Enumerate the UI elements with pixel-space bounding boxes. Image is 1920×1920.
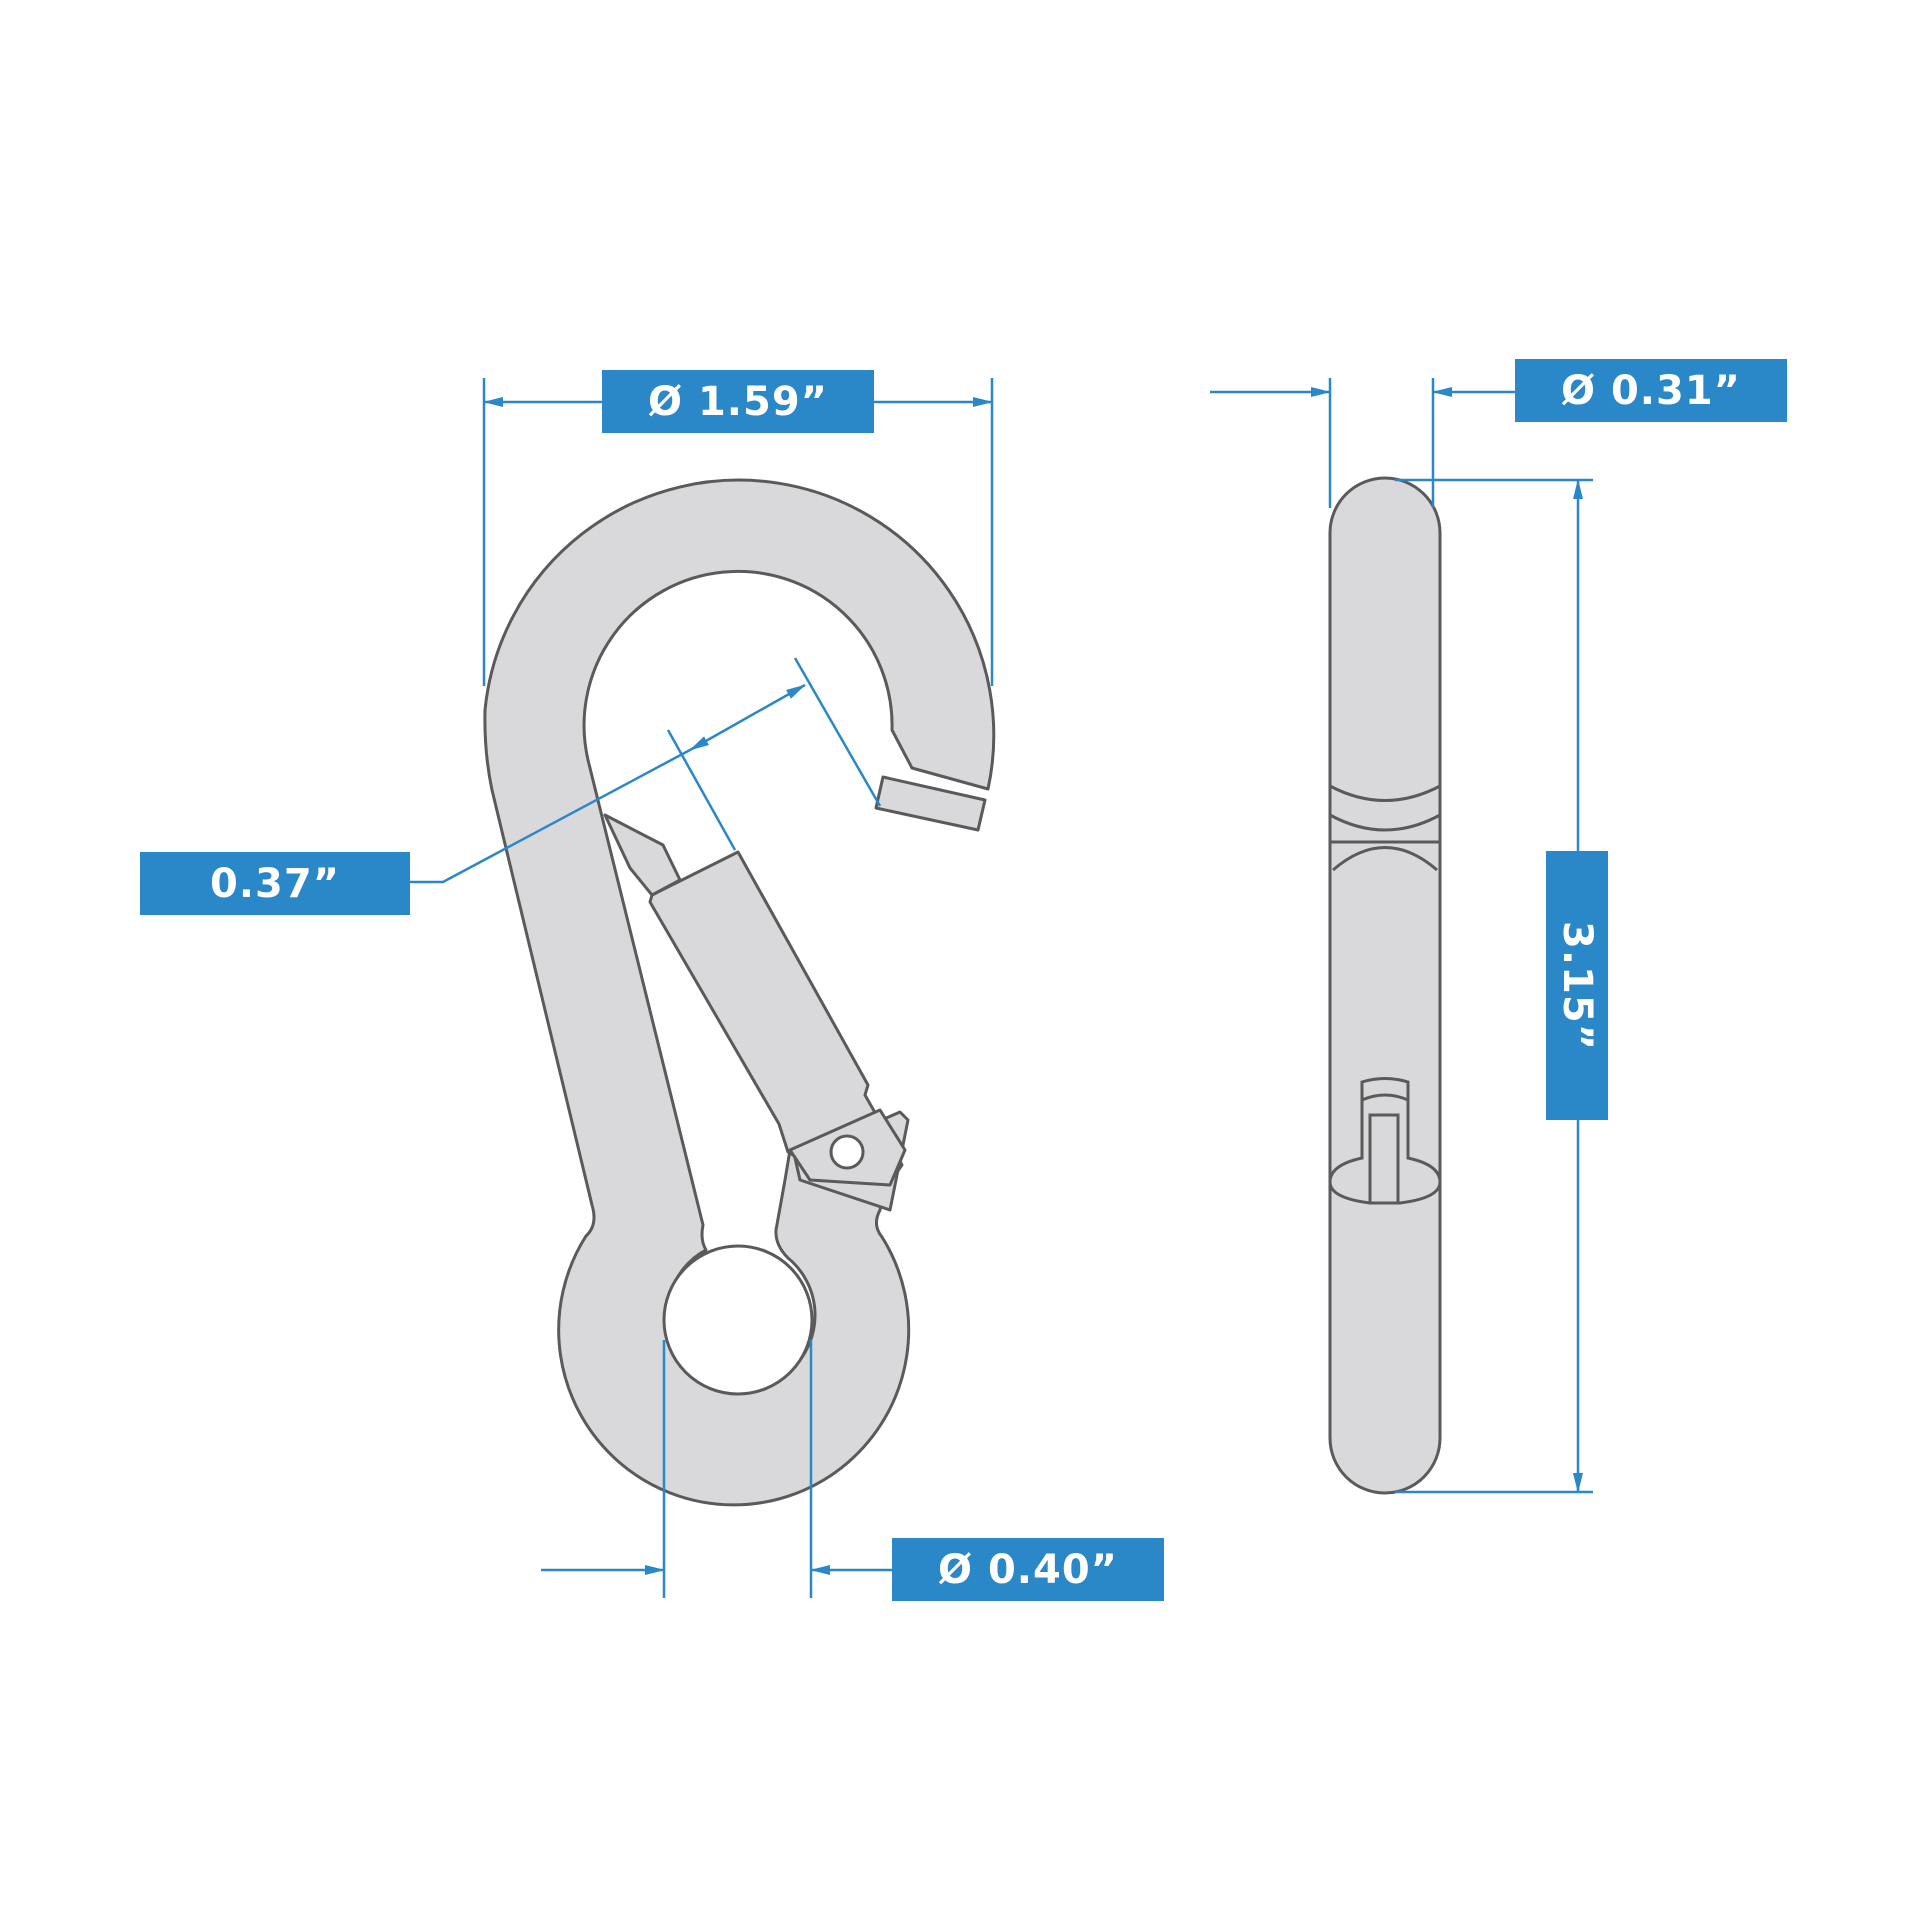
eye-diameter-value: Ø 0.40”: [938, 1546, 1118, 1593]
gate-tip: [603, 813, 682, 897]
side-hinge-arc: [1361, 1093, 1409, 1102]
side-gate-arc-1: [1329, 784, 1441, 802]
overall-length-label: 3.15”: [1546, 851, 1608, 1120]
hook-nose: [874, 775, 987, 832]
side-body: [1328, 476, 1442, 1495]
carabiner-side-view: [1328, 476, 1442, 1495]
hinge-pin-hole: [829, 1134, 865, 1170]
side-gate-arc-2: [1329, 813, 1441, 832]
wire-thickness-value: Ø 0.31”: [1561, 367, 1741, 414]
gate-opening-value: 0.37”: [210, 860, 340, 907]
dimension-lines: [410, 378, 1593, 1598]
wire-thickness-label: Ø 0.31”: [1515, 359, 1787, 422]
side-hinge-slot: [1368, 1113, 1400, 1205]
overall-width-label: Ø 1.59”: [602, 370, 874, 433]
overall-length-value: 3.15”: [1554, 920, 1601, 1051]
gate-opening-label: 0.37”: [140, 852, 410, 915]
overall-width-value: Ø 1.59”: [648, 378, 828, 425]
carabiner-front-view: [483, 478, 996, 1507]
eye-diameter-label: Ø 0.40”: [892, 1538, 1164, 1601]
side-gate-arc-3: [1332, 846, 1438, 872]
eye-hole: [662, 1244, 814, 1396]
